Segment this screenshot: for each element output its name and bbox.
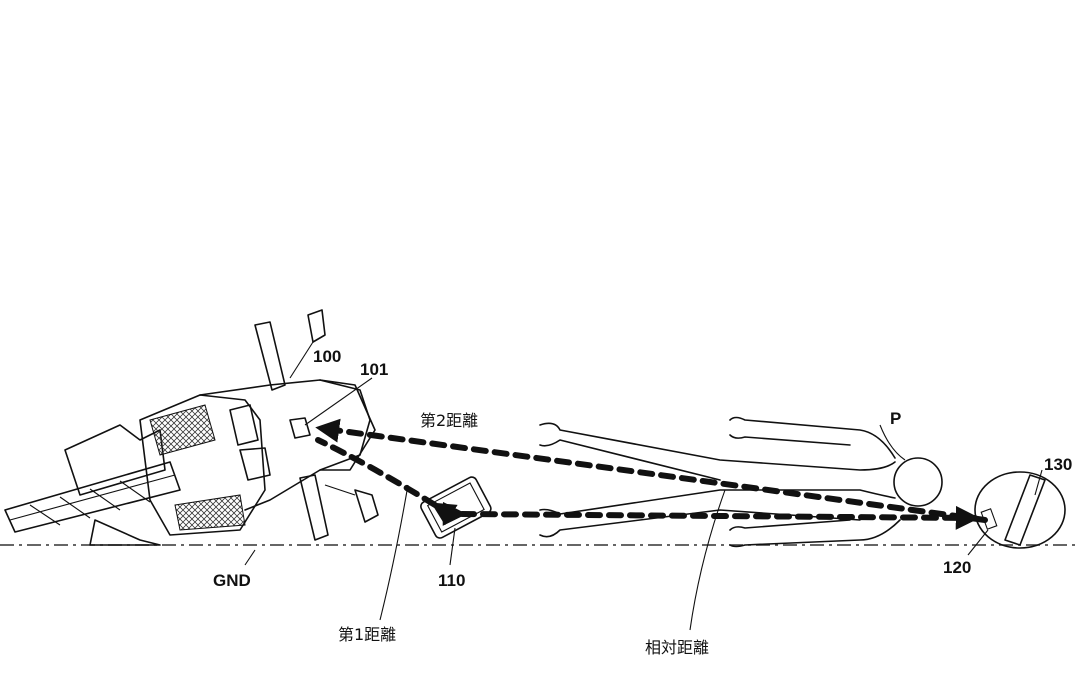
- label-p: P: [890, 409, 901, 428]
- label-130: 130: [1044, 455, 1072, 474]
- motorcycle-sensor-box: [289, 417, 311, 439]
- label-gnd: GND: [213, 571, 251, 590]
- label-second-distance: 第2距離: [420, 411, 478, 430]
- helmet-130: [974, 471, 1066, 549]
- phone-110: [420, 476, 492, 539]
- label-first-distance: 第1距離: [338, 625, 396, 644]
- relative-distance-line: [442, 501, 980, 530]
- motorcycle: [4, 309, 379, 546]
- label-120: 120: [943, 558, 971, 577]
- label-101: 101: [360, 360, 388, 379]
- first-distance-line: [315, 437, 458, 526]
- label-100: 100: [313, 347, 341, 366]
- label-110: 110: [438, 571, 465, 590]
- second-distance-line: [315, 418, 988, 523]
- person-p: [539, 416, 943, 548]
- label-relative-distance: 相対距離: [645, 638, 709, 657]
